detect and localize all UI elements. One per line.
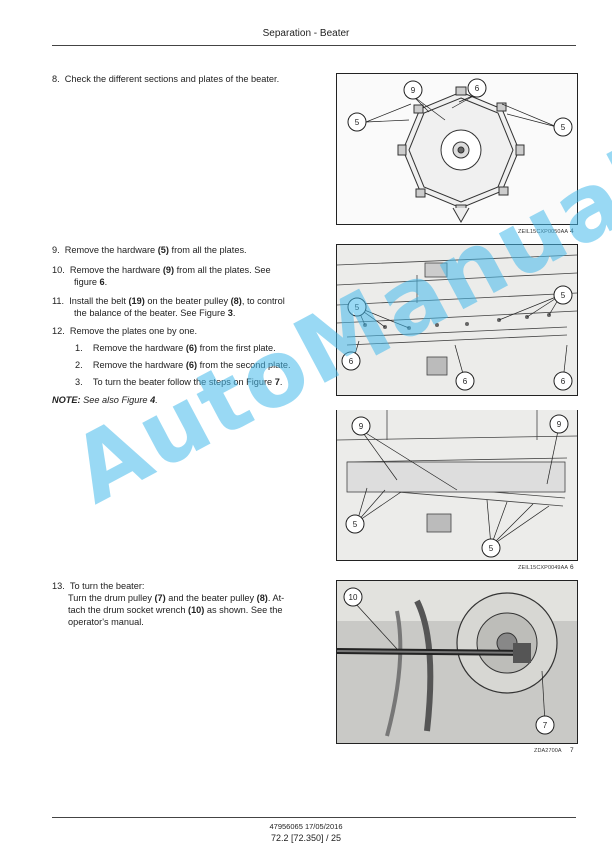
step-10: 10. Remove the hardware (9) from all the… <box>52 265 271 287</box>
callout-6: 6 <box>475 84 480 93</box>
figure-4-number: 4 <box>570 228 574 235</box>
footer-doc-date: 47956065 17/05/2016 <box>269 822 343 831</box>
callout-5-top-right: 5 <box>561 291 566 300</box>
step-12: 12. Remove the plates one by one. <box>52 326 198 336</box>
step-12-1: 1. Remove the hardware (6) from the firs… <box>75 343 276 353</box>
callout-5-top-left: 5 <box>355 303 360 312</box>
callout-10: 10 <box>349 593 358 602</box>
callout-5-right: 5 <box>561 123 566 132</box>
step-13: 13. To turn the beater: Turn the drum pu… <box>52 581 285 627</box>
callout-5-bottom-left: 5 <box>353 520 358 529</box>
figure-4-beater-image: 9 6 5 5 <box>336 73 578 225</box>
callout-9-left: 9 <box>359 422 364 431</box>
figure-7-image: 10 7 <box>336 580 578 744</box>
step-8: 8. Check the different sections and plat… <box>52 74 280 84</box>
figure-6-top-image: 5 5 6 6 6 <box>336 244 578 396</box>
callout-6-left: 6 <box>349 357 354 366</box>
step-12-2: 2. Remove the hardware (6) from the seco… <box>75 360 291 370</box>
footer-page-ref: 72.2 [72.350] / 25 <box>270 833 342 843</box>
footer-rule <box>52 817 576 818</box>
step-9: 9. Remove the hardware (5) from all the … <box>52 245 247 255</box>
page-header-title: Separation - Beater <box>262 28 350 39</box>
callout-5-left: 5 <box>355 118 360 127</box>
header-rule <box>52 45 576 46</box>
callout-6-middle: 6 <box>463 377 468 386</box>
step-11: 11. Install the belt (19) on the beater … <box>52 296 285 318</box>
figure-6-number: 6 <box>570 564 574 571</box>
figure-7-code: ZDA2700A <box>534 748 562 754</box>
callout-5-bottom-right: 5 <box>489 544 494 553</box>
callout-7: 7 <box>543 721 548 730</box>
figure-4-code: ZEIL15CXP0050AA <box>518 229 569 235</box>
note: NOTE: See also Figure 4. <box>52 395 158 405</box>
figure-6-code: ZEIL15CXP0049AA <box>518 565 569 571</box>
callout-9-right: 9 <box>557 420 562 429</box>
figure-7-number: 7 <box>570 747 574 754</box>
figure-6-bottom-image: 9 9 5 5 <box>336 410 578 561</box>
callout-9: 9 <box>411 86 416 95</box>
callout-6-right: 6 <box>561 377 566 386</box>
step-12-3: 3. To turn the beater follow the steps o… <box>75 377 283 387</box>
